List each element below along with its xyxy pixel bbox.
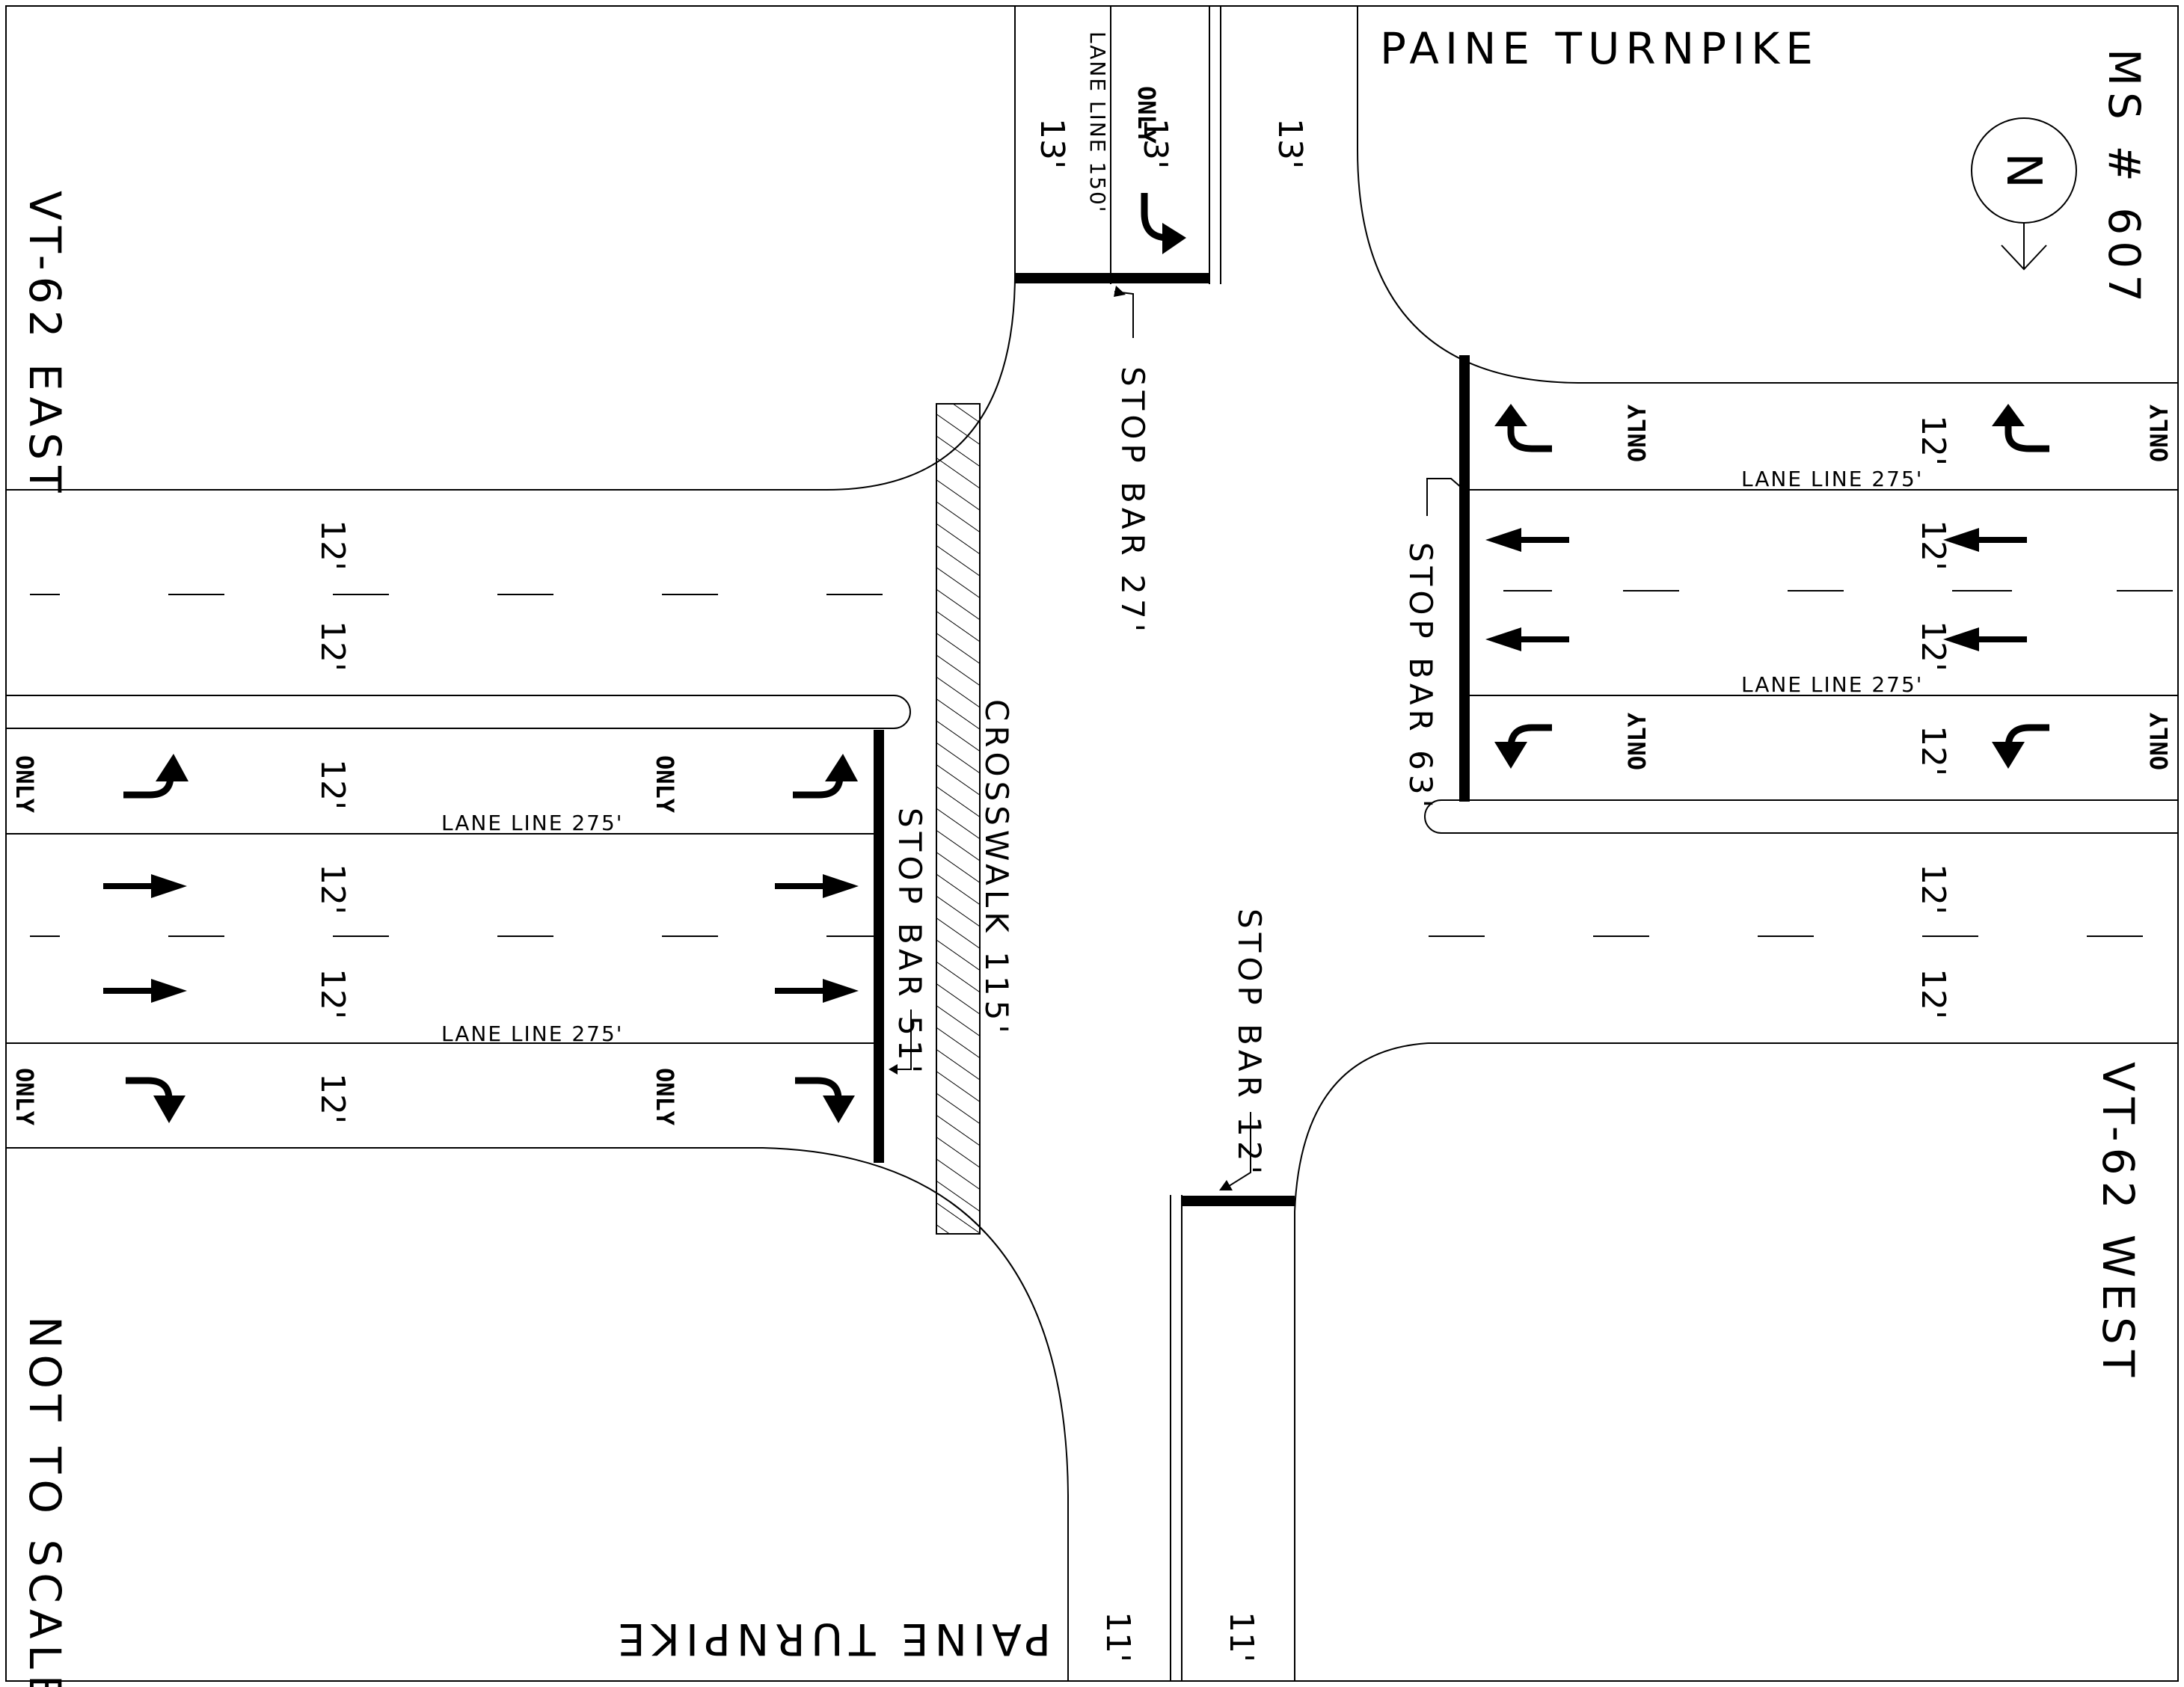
north-arrow-icon: N: [1971, 117, 2077, 271]
north-only-marking: ONLY: [1132, 86, 1161, 144]
east-only-marking: ONLY: [1623, 404, 1651, 462]
west-right-turn-arrow: [795, 1077, 855, 1123]
east-only-marking: ONLY: [2145, 404, 2174, 462]
east-left-turn-arrow: [1992, 724, 2049, 769]
east-lane-line-label: LANE LINE 275': [1741, 672, 1923, 697]
east-left-turn-arrow: [1494, 724, 1552, 769]
east-lane-line-label: LANE LINE 275': [1741, 467, 1923, 491]
west-only-marking: ONLY: [651, 755, 679, 814]
west-width-label: 12': [313, 864, 352, 915]
east-only-marking: ONLY: [1623, 712, 1651, 770]
west-street-name: VT-62 EAST: [19, 191, 70, 499]
west-through-arrow: [775, 874, 859, 898]
south-approach: STOP BAR 12' 11' 11': [1099, 909, 1295, 1681]
east-through-arrow: [1943, 528, 2027, 552]
north-width-label: 13': [1033, 118, 1071, 169]
east-width-label: 12': [1914, 415, 1952, 466]
west-only-marking: ONLY: [10, 1068, 39, 1126]
east-width-label: 12': [1914, 864, 1952, 915]
east-approach: STOP BAR 63' LANE LINE 275' LANE LINE 27…: [1402, 355, 2178, 1019]
ms-number: MS # 607: [2099, 49, 2150, 308]
west-lane-line-label: LANE LINE 275': [441, 811, 623, 835]
west-width-label: 12': [313, 520, 352, 571]
south-width-label: 11': [1099, 1611, 1137, 1662]
east-turn-arrow: [1992, 404, 2049, 452]
west-width-label: 12': [313, 968, 352, 1019]
north-lane-line-label: LANE LINE 150': [1085, 31, 1110, 213]
west-only-marking: ONLY: [10, 755, 39, 814]
north-right-turn-arrow: [1141, 193, 1186, 254]
road-edges: [6, 6, 2178, 1681]
west-right-turn-arrow: [126, 1077, 185, 1123]
east-width-label: 12': [1914, 725, 1952, 776]
west-width-label: 12': [313, 621, 352, 672]
north-street-name: PAINE TURNPIKE: [1380, 23, 1819, 74]
west-lane-line-label: LANE LINE 275': [441, 1021, 623, 1046]
north-stop-bar-label: STOP BAR 27': [1114, 366, 1151, 636]
north-approach: STOP BAR 27' LANE LINE 150' 13' 13' 13' …: [1015, 6, 1309, 636]
east-stop-bar-label: STOP BAR 63': [1402, 542, 1439, 812]
east-only-marking: ONLY: [2145, 712, 2174, 770]
west-width-label: 12': [313, 759, 352, 810]
east-through-arrow: [1943, 627, 2027, 651]
east-street-name: VT-62 WEST: [2093, 1062, 2144, 1383]
west-through-arrow: [103, 979, 187, 1003]
west-only-marking: ONLY: [651, 1068, 679, 1126]
crosswalk: CROSSWALK 115': [936, 403, 1015, 1235]
east-turn-arrow: [1494, 404, 1552, 452]
east-width-label: 12': [1914, 621, 1952, 672]
south-street-name: PAINE TURNPIKE: [612, 1614, 1051, 1665]
north-width-label: 13': [1271, 118, 1309, 169]
north-arrow-letter: N: [1996, 153, 2051, 188]
west-approach: STOP BAR 51' LANE LINE 275' LANE LINE 27…: [6, 520, 928, 1163]
south-stop-bar-label: STOP BAR 12': [1231, 909, 1268, 1179]
south-width-label: 11': [1222, 1611, 1260, 1662]
east-width-label: 12': [1914, 968, 1952, 1019]
crosswalk-label: CROSSWALK 115': [978, 699, 1015, 1038]
north-width-label: 13': [1136, 118, 1174, 169]
east-width-label: 12': [1914, 520, 1952, 571]
west-stop-bar-label: STOP BAR 51': [892, 808, 928, 1078]
west-through-arrow: [103, 874, 187, 898]
west-left-turn-arrow: [793, 754, 858, 799]
drawing-border: [5, 5, 2179, 1682]
west-left-turn-arrow: [123, 754, 188, 799]
east-through-arrow: [1485, 627, 1569, 651]
east-through-arrow: [1485, 528, 1569, 552]
west-through-arrow: [775, 979, 859, 1003]
scale-note: NOT TO SCALE: [19, 1316, 70, 1687]
west-width-label: 12': [313, 1073, 352, 1124]
